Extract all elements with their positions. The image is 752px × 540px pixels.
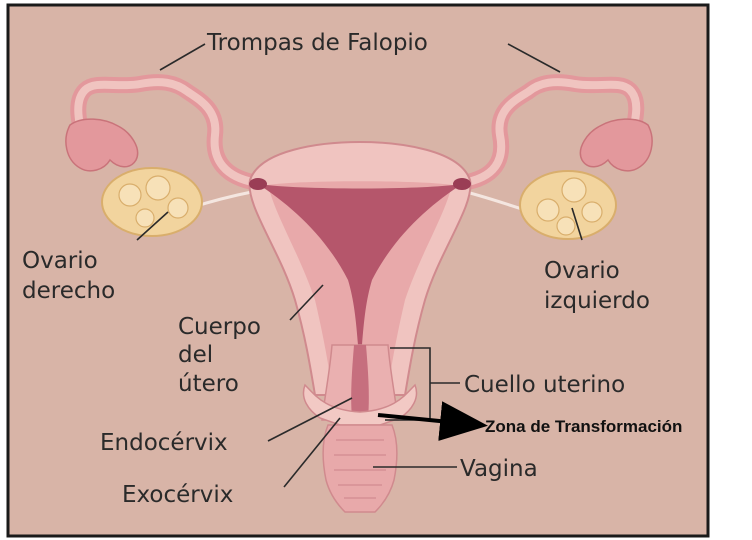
vagina [323,425,397,512]
label-fallopian-tubes: Trompas de Falopio [206,30,428,56]
label-left-ovary-line1: Ovario [544,258,620,284]
label-uterus-body-line3: útero [178,371,239,397]
label-cervix: Cuello uterino [464,372,625,398]
left-ovary [520,171,616,239]
left-cornu [453,178,471,190]
label-right-ovary-line2: derecho [22,278,115,304]
label-transformation-zone: Zona de Transformación [485,417,682,436]
label-uterus-body-line1: Cuerpo [178,314,261,340]
label-vagina: Vagina [460,456,538,482]
label-exocervix: Exocérvix [122,482,233,508]
label-left-ovary-line2: izquierdo [544,288,650,314]
label-endocervix: Endocérvix [100,430,228,456]
endocervical-canal [351,345,369,418]
right-cornu [249,178,267,190]
label-right-ovary-line1: Ovario [22,248,98,274]
label-uterus-body-line2: del [178,342,213,368]
